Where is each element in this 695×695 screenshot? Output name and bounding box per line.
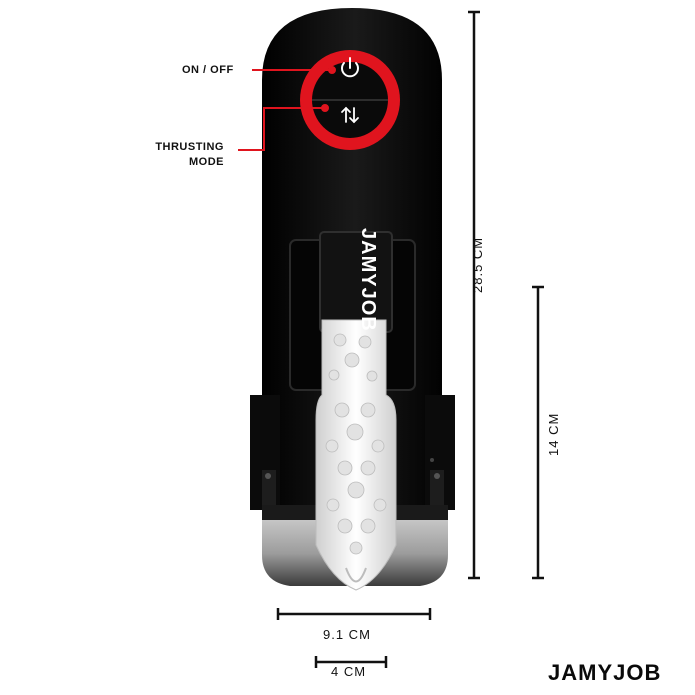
- callout-lines: [238, 66, 336, 151]
- device-logo: JAMYJOB: [357, 228, 379, 332]
- swap-arrows-icon: [341, 106, 359, 124]
- power-icon: [341, 57, 359, 78]
- thrusting-mode-button[interactable]: [341, 106, 359, 124]
- thrusting-label-line2: MODE: [189, 156, 224, 168]
- thrusting-mode-label: THRUSTING MODE: [148, 140, 224, 170]
- dimension-lines: [276, 10, 544, 668]
- insert-length-dimension-label: 14 CM: [546, 412, 561, 456]
- thrusting-label-line1: THRUSTING: [155, 141, 224, 153]
- sleeve: [315, 319, 397, 591]
- on-off-label: ON / OFF: [182, 64, 234, 76]
- brand-logo: JAMYJOB: [548, 660, 662, 685]
- opening-dimension-label: 4 CM: [331, 664, 367, 679]
- control-panel: [300, 50, 400, 150]
- power-button[interactable]: [341, 57, 359, 78]
- width-dimension-label: 9.1 CM: [323, 627, 371, 642]
- height-dimension-label: 28.5 CM: [470, 236, 485, 293]
